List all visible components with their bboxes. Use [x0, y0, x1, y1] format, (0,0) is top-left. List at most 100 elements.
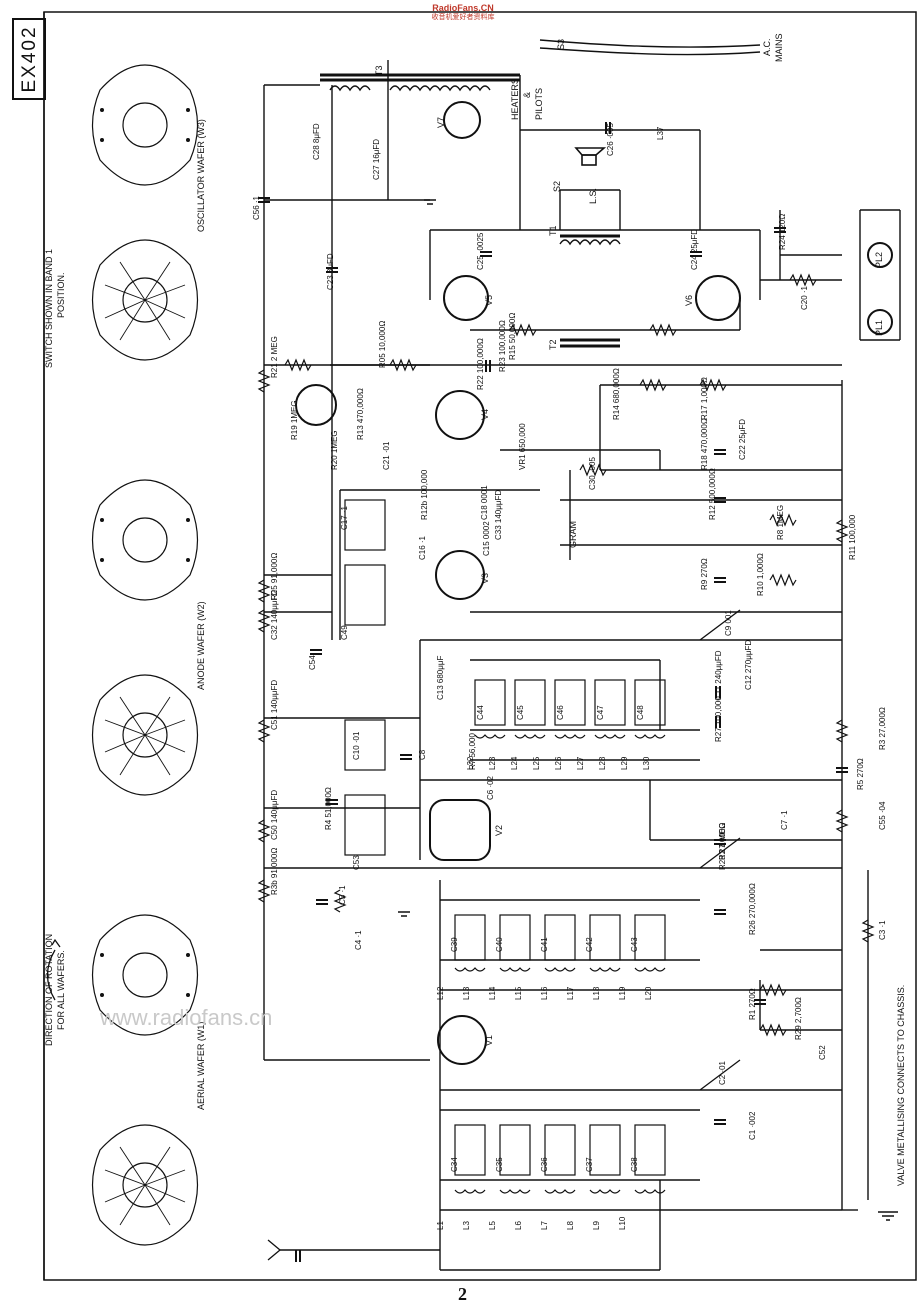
coil-l6: L6 [514, 1221, 523, 1230]
component-c11: C11 240μμFD [714, 650, 723, 700]
page-number: 2 [458, 1284, 467, 1304]
component-c50: C50 140μμFD [270, 789, 279, 840]
transformer-label-t2: T2 [548, 339, 558, 350]
mains-switch-label: S3 [556, 38, 566, 50]
component-r5: R5 270Ω [856, 758, 865, 790]
component-r20: R20 1MEG [330, 430, 339, 470]
coil-c37: C37 [585, 1157, 594, 1172]
coil-c45: C45 [516, 705, 525, 720]
coil-l26: L26 [554, 756, 563, 770]
component-c26: C26 ·005 [606, 123, 615, 156]
mains-label-1: A.C. [762, 38, 772, 56]
transformer-label-t3: T3 [374, 65, 384, 76]
component-r3: R3 27,000Ω [878, 707, 887, 750]
wafer-title-anode: ANODE WAFER (W2) [196, 601, 206, 690]
component-c25: C25 ·0025 [476, 232, 485, 270]
coil-c36: C36 [540, 1157, 549, 1172]
component-c52: C52 [818, 1045, 827, 1060]
component-c24: C24 25μFD [690, 228, 699, 270]
component-r24: R24 120Ω [778, 213, 787, 250]
coil-l12: L12 [436, 986, 445, 1000]
wafer-title-oscillator: OSCILLATOR WAFER (W3) [196, 119, 206, 232]
coil-l18: L18 [592, 986, 601, 1000]
component-r15: R15 50,000Ω [508, 312, 517, 360]
pilot-lamp-label-pl2: PL2 [874, 251, 884, 268]
component-c20: C20 ·1 [800, 285, 809, 310]
valve-v5 [443, 275, 489, 321]
rotation-note-line2: FOR ALL WAFERS. [56, 950, 66, 1030]
tuning-indicator-ml [295, 384, 337, 426]
valve-label-v5: V5 [484, 294, 494, 306]
wafer-outline-aerial-2 [91, 1124, 199, 1246]
component-c4: C4 ·1 [354, 930, 363, 950]
coil-c44: C44 [476, 705, 485, 720]
component-r11: R11 100,000 [848, 514, 857, 560]
component-c22: C22 25μFD [738, 418, 747, 460]
component-c8: C8 [418, 749, 427, 760]
wafer-outline-oscillator-2 [91, 239, 199, 361]
coil-l14: L14 [488, 986, 497, 1000]
wafer-outline-aerial-1 [91, 914, 199, 1036]
wafer-title-aerial: AERIAL WAFER (W1) [196, 1021, 206, 1110]
heaters-label-3: PILOTS [534, 87, 544, 120]
component-c12: C12 270μμFD [744, 639, 753, 690]
coil-l7: L7 [540, 1221, 549, 1230]
speaker-switch-label: S2 [552, 180, 562, 192]
coil-l16: L16 [540, 986, 549, 1000]
coil-c43: C43 [630, 937, 639, 952]
component-r4: R4 51,000Ω [324, 787, 333, 830]
coil-l9: L9 [592, 1221, 601, 1230]
component-r1: R1 270Ω [748, 988, 757, 1020]
component-r13: R13 470,000Ω [356, 388, 365, 440]
coil-c35: C35 [495, 1157, 504, 1172]
model-code-box: EX402 [12, 18, 46, 100]
valve-v4 [435, 390, 485, 440]
component-r12b: R12b 100,000 [420, 469, 429, 520]
wafer-outline-oscillator-1 [91, 64, 199, 186]
component-c9: C9 001 [724, 610, 733, 636]
coil-l30: L30 [642, 756, 651, 770]
component-c6: C6 ·02 [486, 775, 495, 800]
loudspeaker [574, 147, 607, 166]
component-r12: R12 500,000Ω [708, 468, 717, 520]
component-c17: C17 ·1 [340, 505, 349, 530]
component-r23: R23 100,000Ω [498, 320, 507, 372]
coil-c47: C47 [596, 705, 605, 720]
transformer-t2 [560, 338, 620, 348]
component-c56: C56 ·1 [252, 195, 261, 220]
component-r29: R29 2,700Ω [794, 997, 803, 1040]
gram-label: GRAM [568, 521, 578, 548]
heaters-label-2: & [522, 91, 532, 98]
coil-c46: C46 [556, 705, 565, 720]
valve-label-v7: V7 [436, 116, 446, 128]
valve-v1 [437, 1015, 487, 1065]
coil-l10: L10 [618, 1216, 627, 1230]
component-c28: C28 8μFD [312, 123, 321, 160]
coil-l28: L28 [598, 756, 607, 770]
component-r8: R8 1MEG [776, 504, 785, 540]
transformer-t3 [320, 60, 520, 200]
component-r3b: R3b 91,000Ω [270, 847, 279, 895]
valve-v3 [435, 550, 485, 600]
pilot-lamp-pl1 [867, 309, 893, 335]
component-r27: R27 100,000 [714, 696, 723, 742]
pilot-lamp-pl2 [867, 242, 893, 268]
coil-c48: C48 [636, 705, 645, 720]
component-c13: C13 680μμF [436, 655, 445, 700]
coil-l8: L8 [566, 1221, 575, 1230]
valve-label-v3: V3 [480, 572, 490, 584]
mains-label-2: MAINS [774, 33, 784, 62]
coil-l29: L29 [620, 756, 629, 770]
coil-l17: L17 [566, 986, 575, 1000]
component-c2: C2 ·01 [718, 1060, 727, 1085]
component-r22: R22 100,000Ω [476, 338, 485, 390]
coil-c34: C34 [450, 1157, 459, 1172]
component-c1: C1 ·002 [748, 1111, 757, 1140]
transformer-t1 [559, 234, 621, 246]
valve-v7 [443, 101, 481, 139]
component-c5: C5 ·1 [338, 885, 347, 905]
wafer-outline-anode-1 [91, 479, 199, 601]
component-c51: C51 140μμFD [270, 679, 279, 730]
